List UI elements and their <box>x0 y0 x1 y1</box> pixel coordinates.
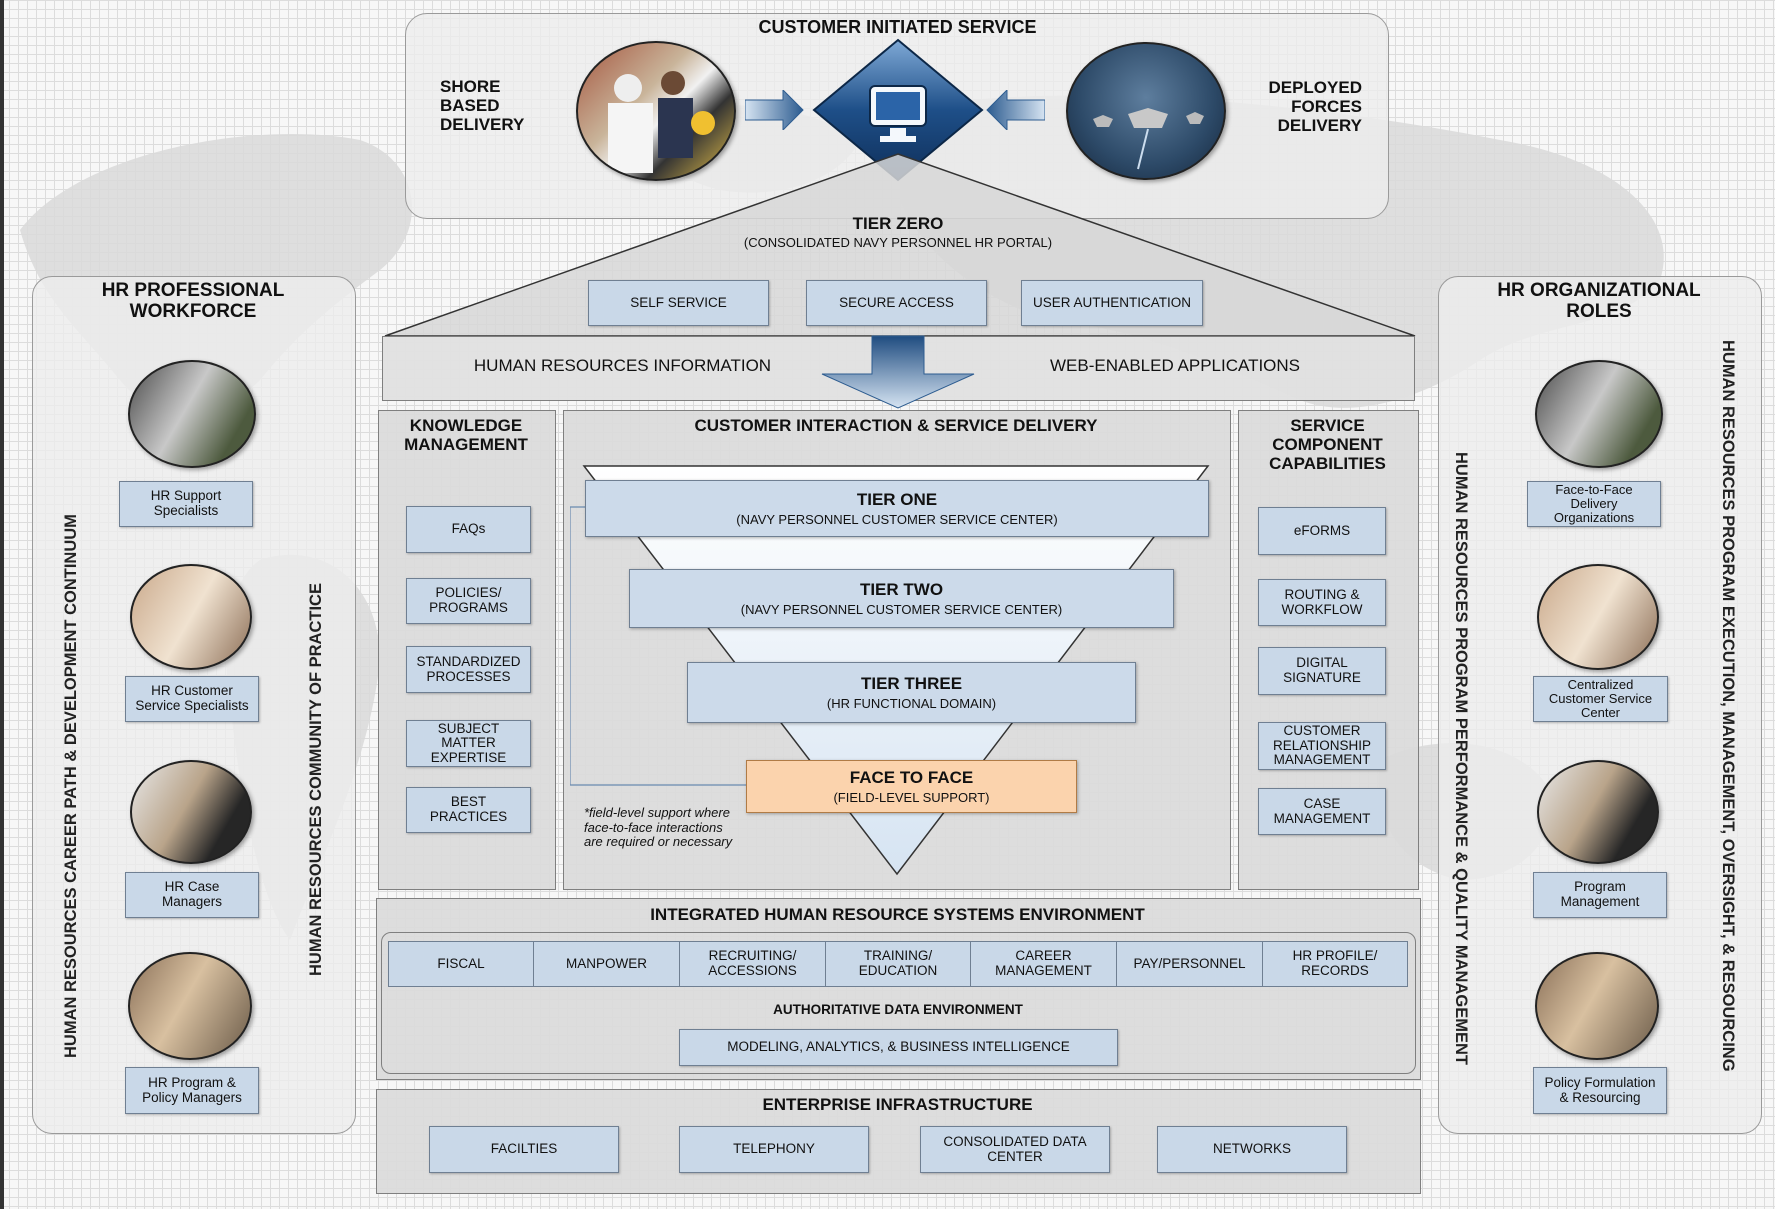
shore-based-delivery-label: SHORE BASED DELIVERY <box>440 77 525 135</box>
hr-support-photo <box>128 360 256 468</box>
enterprise-infrastructure-title: ENTERPRISE INFRASTRUCTURE <box>762 1095 1033 1114</box>
tier-two-title: TIER TWO <box>859 580 944 599</box>
arrow-right-icon <box>745 90 804 130</box>
tier-one-title: TIER ONE <box>856 490 938 509</box>
tier-three-title: TIER THREE <box>860 674 963 693</box>
self-service-box: SELF SERVICE <box>588 280 769 326</box>
hr-case-managers-caption: HR Case Managers <box>125 872 259 918</box>
tier-two-subtitle: (NAVY PERSONNEL CUSTOMER SERVICE CENTER) <box>740 602 1063 617</box>
systems-inner-frame <box>381 932 1416 1074</box>
web-enabled-applications-label: WEB-ENABLED APPLICATIONS <box>1049 356 1301 375</box>
program-management-photo <box>1537 760 1659 864</box>
hr-organizational-roles-title: HR ORGANIZATIONAL ROLES <box>1497 280 1701 323</box>
centralized-customer-service-center-caption: Centralized Customer Service Center <box>1533 676 1668 722</box>
policy-formulation-resourcing-caption: Policy Formulation & Resourcing <box>1533 1067 1667 1114</box>
deployed-forces-delivery-label: DEPLOYED FORCES DELIVERY <box>1268 78 1362 136</box>
hr-information-label: HUMAN RESOURCES INFORMATION <box>473 356 772 375</box>
program-performance-vertical-label: HUMAN RESOURCES PROGRAM PERFORMANCE & QU… <box>1452 452 1470 1065</box>
customer-interaction-title: CUSTOMER INTERACTION & SERVICE DELIVERY <box>694 416 1098 435</box>
digital-signature-box: DIGITAL SIGNATURE <box>1258 647 1386 695</box>
face-to-face-delivery-orgs-caption: Face-to-Face Delivery Organizations <box>1527 481 1661 527</box>
community-of-practice-vertical-label: HUMAN RESOURCES COMMUNITY OF PRACTICE <box>307 583 325 976</box>
field-level-support-note: *field-level support where face-to-face … <box>584 805 733 850</box>
hr-profile-records-cell: HR PROFILE/ RECORDS <box>1263 942 1407 986</box>
program-management-caption: Program Management <box>1533 872 1667 918</box>
hr-program-policy-managers-caption: HR Program & Policy Managers <box>125 1067 259 1114</box>
eforms-box: eFORMS <box>1258 507 1386 555</box>
knowledge-management-title: KNOWLEDGE MANAGEMENT <box>404 416 528 455</box>
case-management-box: CASE MANAGEMENT <box>1258 788 1386 835</box>
arrow-left-icon <box>986 90 1045 130</box>
tier-three-subtitle: (HR FUNCTIONAL DOMAIN) <box>826 696 997 711</box>
faqs-box: FAQs <box>406 506 531 553</box>
subject-matter-expertise-box: SUBJECT MATTER EXPERTISE <box>406 720 531 767</box>
centralized-service-photo <box>1537 564 1659 670</box>
tier-one-box: TIER ONE (NAVY PERSONNEL CUSTOMER SERVIC… <box>585 480 1209 537</box>
shore-based-photo <box>576 41 736 181</box>
recruiting-accessions-cell: RECRUITING/ ACCESSIONS <box>680 942 826 986</box>
ships-icon <box>1093 108 1204 170</box>
facilities-box: FACILTIES <box>429 1126 619 1173</box>
networks-box: NETWORKS <box>1157 1126 1347 1173</box>
user-authentication-box: USER AUTHENTICATION <box>1021 280 1203 326</box>
telephony-box: TELEPHONY <box>679 1126 869 1173</box>
page-border <box>0 0 4 1209</box>
manpower-cell: MANPOWER <box>534 942 680 986</box>
policies-programs-box: POLICIES/ PROGRAMS <box>406 578 531 624</box>
hr-customer-service-specialists-caption: HR Customer Service Specialists <box>125 676 259 722</box>
tier-three-box: TIER THREE (HR FUNCTIONAL DOMAIN) <box>687 662 1136 723</box>
hr-customer-service-photo <box>130 564 252 670</box>
fiscal-cell: FISCAL <box>389 942 534 986</box>
consolidated-data-center-box: CONSOLIDATED DATA CENTER <box>920 1126 1110 1173</box>
routing-workflow-box: ROUTING & WORKFLOW <box>1258 579 1386 626</box>
integrated-systems-title: INTEGRATED HUMAN RESOURCE SYSTEMS ENVIRO… <box>650 905 1145 924</box>
face-to-face-title: FACE TO FACE <box>849 768 974 787</box>
sailors-icon <box>608 71 715 173</box>
arrow-down-icon <box>821 335 975 409</box>
face-to-face-subtitle: (FIELD-LEVEL SUPPORT) <box>833 790 990 805</box>
hr-case-managers-photo <box>130 760 252 864</box>
career-management-cell: CAREER MANAGEMENT <box>971 942 1117 986</box>
tier-zero-title: TIER ZERO <box>852 214 944 233</box>
tier-two-box: TIER TWO (NAVY PERSONNEL CUSTOMER SERVIC… <box>629 569 1174 628</box>
modeling-analytics-box: MODELING, ANALYTICS, & BUSINESS INTELLIG… <box>679 1029 1118 1066</box>
hr-professional-workforce-title: HR PROFESSIONAL WORKFORCE <box>101 280 285 323</box>
face-to-face-orgs-photo <box>1535 360 1663 468</box>
customer-initiated-service-title: CUSTOMER INITIATED SERVICE <box>758 17 1037 37</box>
tier-zero-subtitle: (CONSOLIDATED NAVY PERSONNEL HR PORTAL) <box>743 235 1053 250</box>
crm-box: CUSTOMER RELATIONSHIP MANAGEMENT <box>1258 722 1386 770</box>
training-education-cell: TRAINING/ EDUCATION <box>826 942 971 986</box>
face-to-face-box: FACE TO FACE (FIELD-LEVEL SUPPORT) <box>746 760 1077 813</box>
authoritative-data-environment-label: AUTHORITATIVE DATA ENVIRONMENT <box>773 1002 1023 1017</box>
hr-support-specialists-caption: HR Support Specialists <box>119 481 253 527</box>
tier-one-subtitle: (NAVY PERSONNEL CUSTOMER SERVICE CENTER) <box>736 512 1058 527</box>
service-component-title: SERVICE COMPONENT CAPABILITIES <box>1269 416 1386 474</box>
policy-formulation-photo <box>1535 952 1659 1060</box>
standardized-processes-box: STANDARDIZED PROCESSES <box>406 646 531 693</box>
secure-access-box: SECURE ACCESS <box>806 280 987 326</box>
pay-personnel-cell: PAY/PERSONNEL <box>1117 942 1263 986</box>
program-execution-vertical-label: HUMAN RESOURCES PROGRAM EXECUTION, MANAG… <box>1719 340 1737 1072</box>
deployed-forces-photo <box>1066 42 1226 180</box>
best-practices-box: BEST PRACTICES <box>406 787 531 833</box>
career-path-vertical-label: HUMAN RESOURCES CAREER PATH & DEVELOPMEN… <box>62 514 80 1058</box>
hr-program-policy-photo <box>128 952 252 1060</box>
monitor-icon <box>812 38 984 182</box>
